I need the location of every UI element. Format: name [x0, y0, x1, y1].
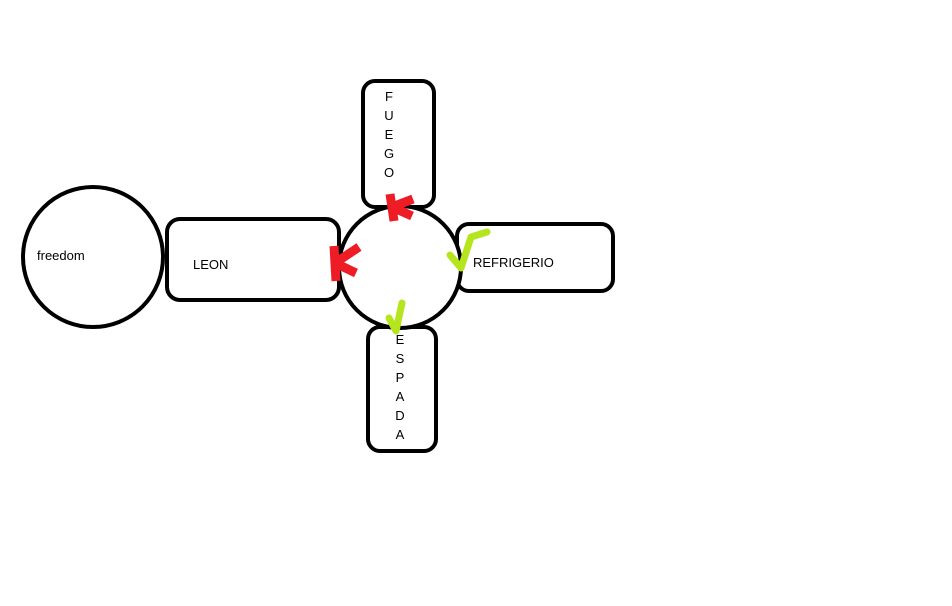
- leon-label: LEON: [193, 257, 229, 272]
- fuego-box: [361, 79, 436, 209]
- fuego-label: FUEGO: [383, 89, 395, 180]
- refrigerio-check-mark: [446, 228, 491, 272]
- espada-label: ESPADA: [395, 332, 405, 442]
- fuego-x-mark: [385, 193, 415, 222]
- leon-x-mark: [329, 243, 362, 282]
- refrigerio-label: REFRIGERIO: [473, 255, 554, 270]
- freedom-circle: [21, 185, 165, 329]
- espada-check-mark: [385, 299, 406, 335]
- freedom-label: freedom: [37, 248, 85, 263]
